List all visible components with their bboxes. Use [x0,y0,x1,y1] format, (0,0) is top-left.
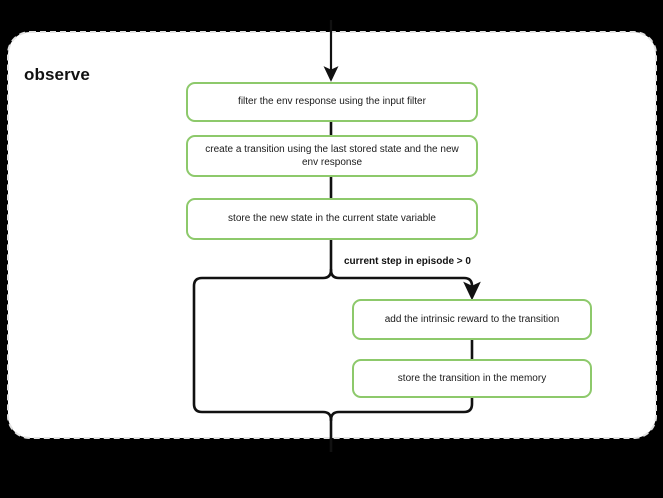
group-title-observe: observe [24,65,90,84]
node-store-new-state[interactable]: store the new state in the current state… [186,198,478,240]
edge-label-current-step-condition: current step in episode > 0 [344,256,471,267]
node-add-intrinsic-reward[interactable]: add the intrinsic reward to the transiti… [352,299,592,340]
node-create-transition[interactable]: create a transition using the last store… [186,135,478,177]
node-store-transition-memory[interactable]: store the transition in the memory [352,359,592,398]
node-filter-env-response[interactable]: filter the env response using the input … [186,82,478,122]
